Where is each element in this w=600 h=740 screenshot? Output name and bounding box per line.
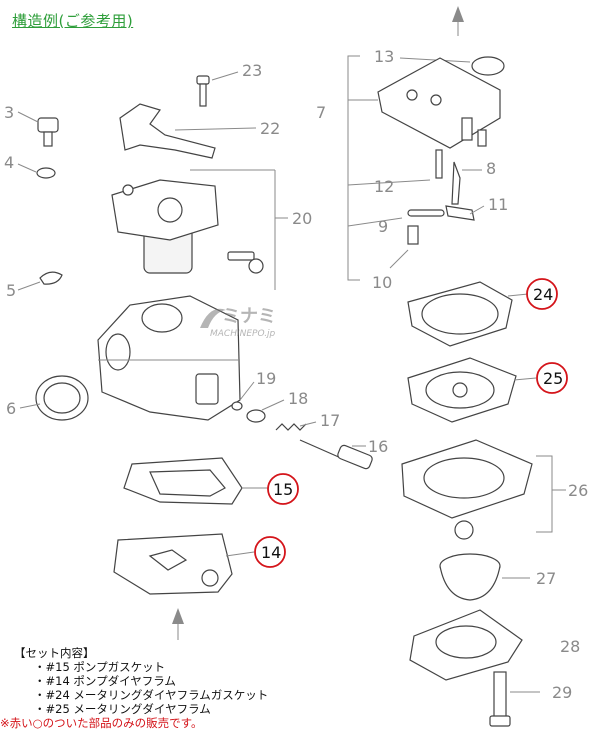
- label-26: 26: [568, 481, 588, 500]
- part-16-needle: [299, 439, 373, 470]
- label-4: 4: [4, 153, 14, 172]
- label-5: 5: [6, 281, 16, 300]
- part-25-diaphragm: [407, 357, 537, 423]
- label-20: 20: [292, 209, 312, 228]
- part-5-clip: [17, 271, 63, 291]
- label-11: 11: [488, 195, 508, 214]
- part-24-gasket: [407, 281, 529, 347]
- watermark-logo: ミナミ MACHINEPO.jp: [196, 298, 306, 346]
- notes-item-24: ・#24 メータリングダイヤフラムガスケット: [34, 688, 269, 702]
- assembly-bracket-7: [347, 55, 360, 281]
- part-26-cover: [401, 439, 566, 540]
- part-10-screw: [389, 225, 419, 269]
- part-22-bracket: [119, 103, 257, 159]
- part-18-washer: [246, 399, 285, 423]
- highlight-circle-25: [536, 362, 568, 394]
- label-28: 28: [560, 637, 580, 656]
- up-arrow-left: [172, 608, 184, 640]
- part-19-oring: [231, 381, 255, 411]
- label-15: 15: [273, 480, 293, 499]
- logo-subtext: MACHINEPO.jp: [210, 329, 276, 339]
- part-4-washer: [17, 163, 56, 179]
- part-6-ring: [19, 375, 89, 421]
- highlight-circle-14: [254, 536, 286, 568]
- notes-item-15: ・#15 ポンプガスケット: [34, 660, 166, 674]
- part-12-needle: [347, 149, 443, 186]
- logo-text: ミナミ: [222, 306, 276, 327]
- part-29-screw: [489, 671, 540, 727]
- label-23: 23: [242, 61, 262, 80]
- label-18: 18: [288, 389, 308, 408]
- label-9: 9: [378, 217, 388, 236]
- part-20-cover: [111, 169, 288, 290]
- label-14: 14: [261, 543, 281, 562]
- up-arrow-right: [452, 6, 464, 36]
- part-15-gasket: [123, 457, 268, 505]
- part-14-diaphragm: [113, 533, 255, 595]
- part-27-bulb: [439, 553, 530, 601]
- logo-swoosh: [200, 308, 226, 328]
- page-title: 構造例(ご参考用): [12, 12, 134, 30]
- label-7: 7: [316, 103, 326, 122]
- label-24: 24: [533, 285, 553, 304]
- notes-item-14: ・#14 ポンプダイヤフラム: [34, 674, 176, 688]
- label-10: 10: [372, 273, 392, 292]
- notes-item-25: ・#25 メータリングダイヤフラム: [34, 702, 211, 716]
- label-17: 17: [320, 411, 340, 430]
- label-12: 12: [374, 177, 394, 196]
- label-27: 27: [536, 569, 556, 588]
- part-8-lever: [451, 161, 482, 205]
- label-25: 25: [543, 369, 563, 388]
- label-3: 3: [4, 103, 14, 122]
- label-19: 19: [256, 369, 276, 388]
- highlight-circle-15: [267, 473, 299, 505]
- part-9-pin: [347, 209, 445, 227]
- part-7-body: [348, 57, 501, 149]
- label-29: 29: [552, 683, 572, 702]
- label-6: 6: [6, 399, 16, 418]
- notes-heading: 【セット内容】: [14, 646, 95, 660]
- set-contents-notes: 【セット内容】 ・#15 ポンプガスケット ・#14 ポンプダイヤフラム ・#2…: [0, 646, 269, 730]
- part-3-screw: [17, 111, 59, 147]
- sales-warning: ※赤い○のついた部品のみの販売です。: [0, 716, 203, 730]
- part-23-screw: [196, 71, 239, 107]
- part-11-lever: [445, 205, 485, 221]
- part-13-filter: [399, 56, 505, 76]
- label-16: 16: [368, 437, 388, 456]
- label-8: 8: [486, 159, 496, 178]
- part-17-spring: [275, 421, 317, 431]
- highlight-circle-24: [526, 278, 558, 310]
- label-22: 22: [260, 119, 280, 138]
- label-13: 13: [374, 47, 394, 66]
- part-28-retainer: [409, 609, 523, 681]
- part-21-screw: [227, 251, 264, 274]
